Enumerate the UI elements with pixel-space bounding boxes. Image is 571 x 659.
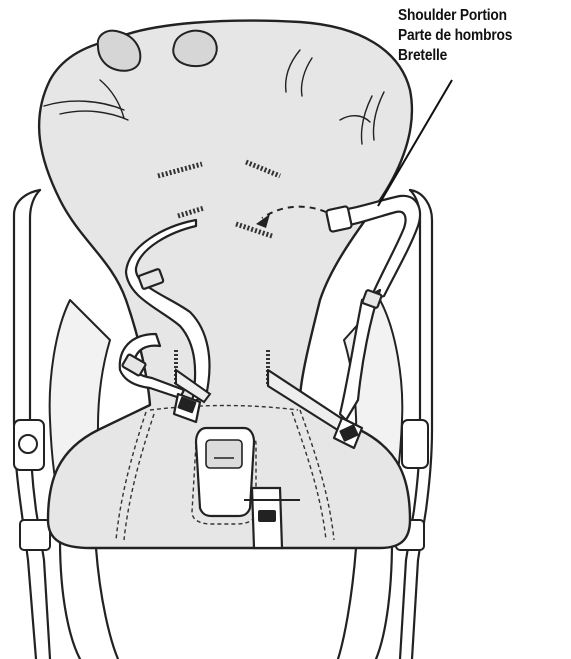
left-hinge: [14, 420, 50, 550]
callout-label-spanish: Parte de hombros: [398, 26, 544, 46]
right-ear: [173, 31, 217, 66]
seat-base-frame-right: [376, 540, 392, 659]
callout-label-french: Bretelle: [398, 46, 544, 66]
shoulder-portion-callout: Shoulder Portion Parte de hombros Bretel…: [398, 6, 544, 66]
seat-bottom-tub: [96, 548, 356, 659]
seat-base-frame: [60, 540, 80, 659]
callout-label-english: Shoulder Portion: [398, 6, 544, 26]
